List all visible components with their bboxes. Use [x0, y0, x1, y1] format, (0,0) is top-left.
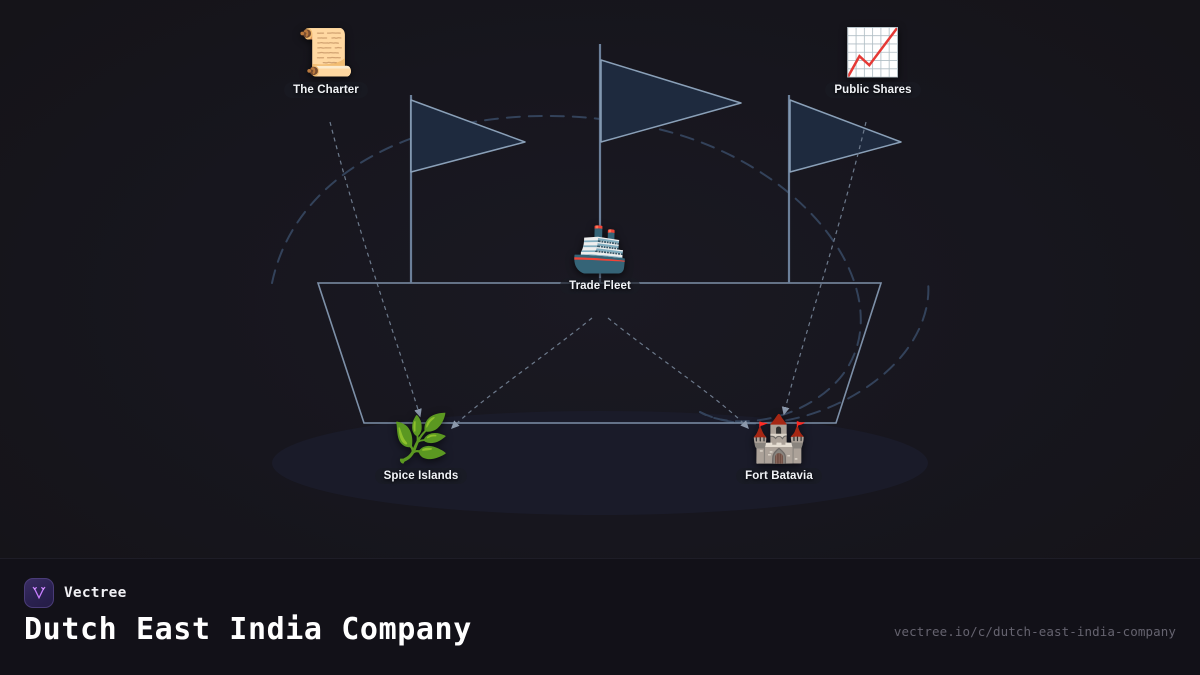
page-title: Dutch East India Company: [24, 612, 472, 647]
vectree-v-tree-icon: [32, 586, 46, 600]
footer-bar: Vectree Dutch East India Company: [0, 558, 1200, 675]
node-label-public-shares: Public Shares: [825, 82, 921, 98]
sail-right: [789, 99, 902, 173]
wake-arc: [271, 114, 862, 423]
edge-trade-fleet-to-spice-islands: [451, 317, 593, 429]
node-label-the-charter: The Charter: [284, 82, 368, 98]
node-fort-batavia[interactable]: 🏰 Fort Batavia: [699, 412, 859, 484]
scroll-icon: 📜: [297, 26, 355, 78]
node-spice-islands[interactable]: 🌿 Spice Islands: [341, 412, 501, 484]
sail-center: [600, 59, 742, 143]
diagram-edge-layer: [329, 121, 867, 430]
node-label-spice-islands: Spice Islands: [374, 468, 468, 484]
node-the-charter[interactable]: 📜 The Charter: [246, 26, 406, 98]
ship-hull: [316, 282, 883, 424]
vectree-logo-badge: [24, 578, 54, 608]
node-label-trade-fleet: Trade Fleet: [560, 278, 640, 294]
brand-name: Vectree: [64, 585, 127, 601]
edge-charter-to-spice-islands: [329, 121, 422, 418]
diagram-ship-layer: [271, 44, 930, 515]
castle-icon: 🏰: [750, 412, 808, 464]
node-trade-fleet[interactable]: 🚢 Trade Fleet: [520, 222, 680, 294]
brand-row[interactable]: Vectree: [24, 578, 127, 608]
edge-trade-fleet-to-fort-batavia: [607, 317, 749, 430]
ground-ellipse: [272, 411, 928, 515]
sail-left: [410, 99, 526, 173]
chart-increasing-icon: 📈: [844, 26, 902, 78]
herb-icon: 🌿: [392, 412, 450, 464]
edge-public-shares-to-fort-batavia: [781, 121, 867, 416]
node-public-shares[interactable]: 📈 Public Shares: [793, 26, 953, 98]
page-url: vectree.io/c/dutch-east-india-company: [893, 624, 1176, 639]
ship-icon: 🚢: [571, 222, 629, 274]
diagram-canvas: 📜 The Charter 📈 Public Shares 🚢 Trade Fl…: [0, 0, 1200, 558]
node-label-fort-batavia: Fort Batavia: [736, 468, 822, 484]
